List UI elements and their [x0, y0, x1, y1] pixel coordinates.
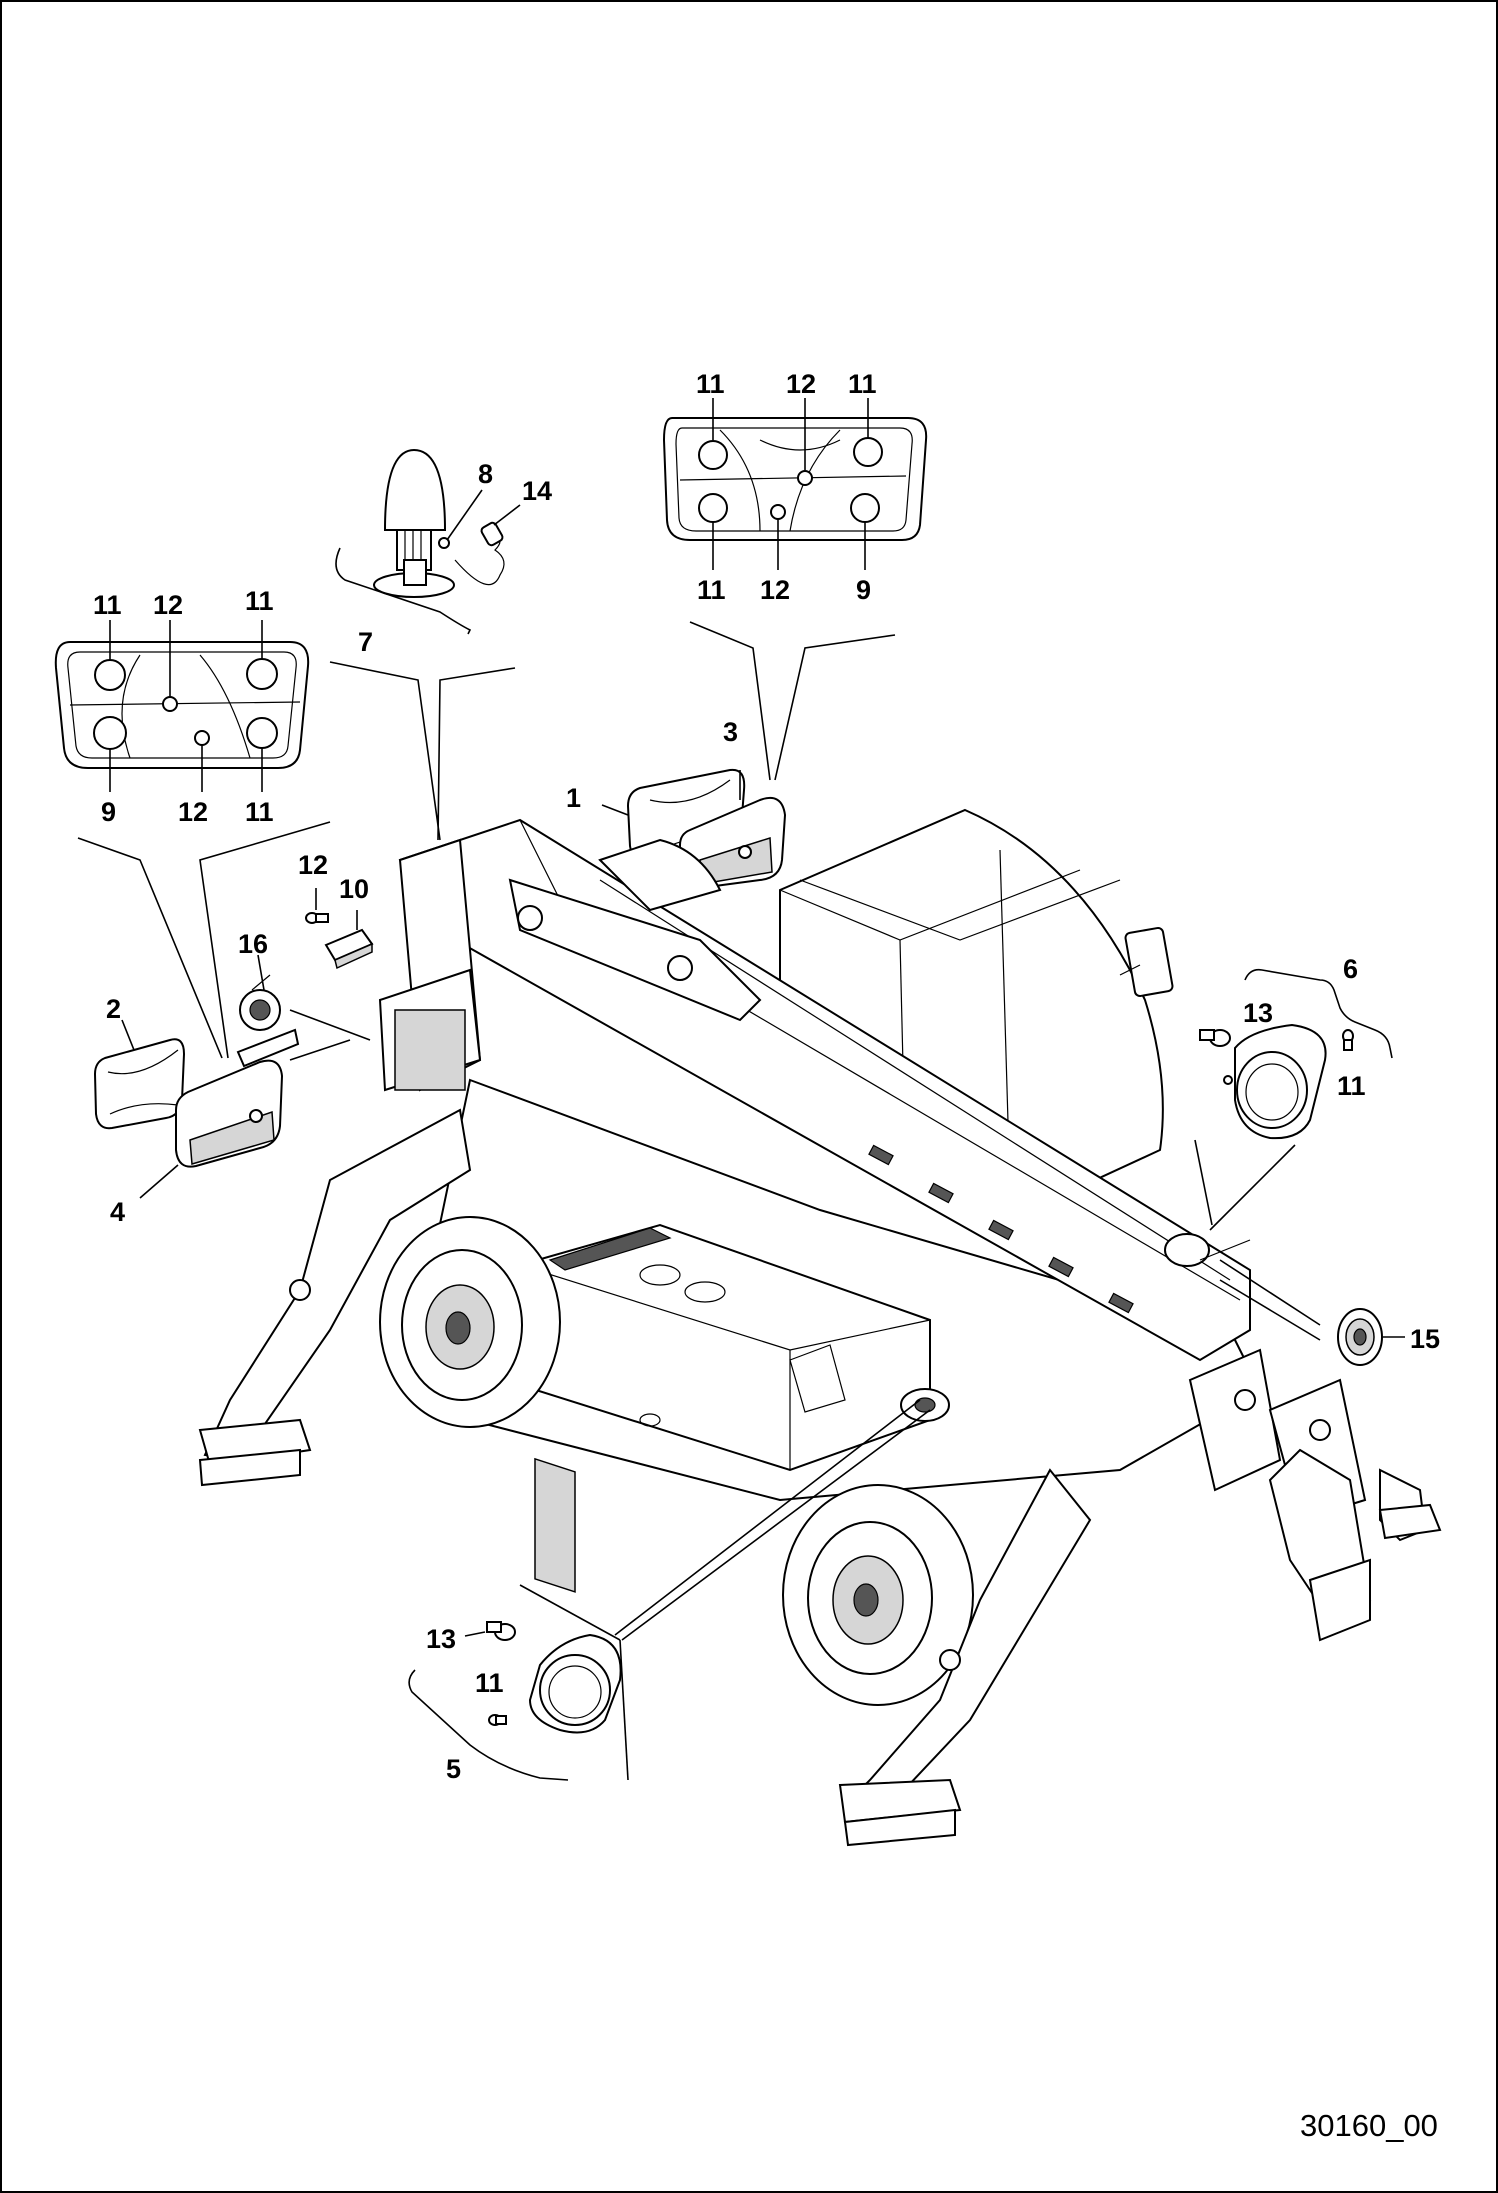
rear-lamp-part-3: [679, 796, 787, 890]
rear-lamp-lens-detail-right: [662, 417, 928, 541]
callout-7: 7: [358, 627, 373, 657]
callout-5: 5: [446, 1754, 461, 1784]
rear-lamp-part-4: [175, 1059, 284, 1168]
rotating-beacon: [373, 448, 505, 598]
callout-9: 9: [856, 575, 871, 605]
callout-12: 12: [178, 797, 208, 827]
callout-14: 14: [522, 476, 552, 506]
callout-12: 12: [298, 850, 328, 880]
callout-6: 6: [1343, 954, 1358, 984]
bulb-holder-part-13-b: [486, 1621, 516, 1641]
callout-13: 13: [1243, 998, 1273, 1028]
callout-11: 11: [697, 575, 726, 605]
callout-13: 13: [426, 1624, 456, 1654]
drawing-code: 30160_00: [1300, 2108, 1438, 2143]
callout-4: 4: [110, 1197, 125, 1227]
bulb-part-11-a: [1342, 1029, 1354, 1051]
callout-11: 11: [1337, 1071, 1366, 1101]
callout-11: 11: [848, 369, 877, 399]
callout-11: 11: [475, 1668, 504, 1698]
callout-11: 11: [245, 586, 274, 616]
callout-1: 1: [566, 783, 581, 813]
work-light-part-16: [236, 974, 300, 1068]
callout-11: 11: [93, 590, 122, 620]
callout-12: 12: [153, 590, 183, 620]
callout-15: 15: [1410, 1324, 1440, 1354]
bulb-part-12: [305, 912, 329, 924]
callout-16: 16: [238, 929, 268, 959]
callout-11: 11: [696, 369, 725, 399]
callout-11: 11: [245, 797, 274, 827]
callout-9: 9: [101, 797, 116, 827]
callout-10: 10: [339, 874, 369, 904]
rear-lamp-part-2: [93, 1038, 186, 1130]
callout-8: 8: [478, 459, 493, 489]
bulb-holder-part-13-a: [1199, 1029, 1231, 1047]
round-lamp-part-5: [528, 1633, 622, 1734]
rear-lamp-lens-detail-left: [54, 641, 310, 769]
callout-labels: 11 12 11 11 12 9 8 14 7 11 12 11 9 12 11…: [93, 369, 1440, 1784]
clearance-light-part-10: [324, 928, 374, 970]
machine-chassis: [198, 808, 1442, 1847]
callout-12: 12: [786, 369, 816, 399]
round-lamp-part-6: [1223, 1023, 1327, 1140]
callout-3: 3: [723, 717, 738, 747]
horn-part-15: [1337, 1308, 1383, 1366]
callout-2: 2: [106, 994, 121, 1024]
callout-12: 12: [760, 575, 790, 605]
bulb-part-11-b: [488, 1714, 507, 1726]
